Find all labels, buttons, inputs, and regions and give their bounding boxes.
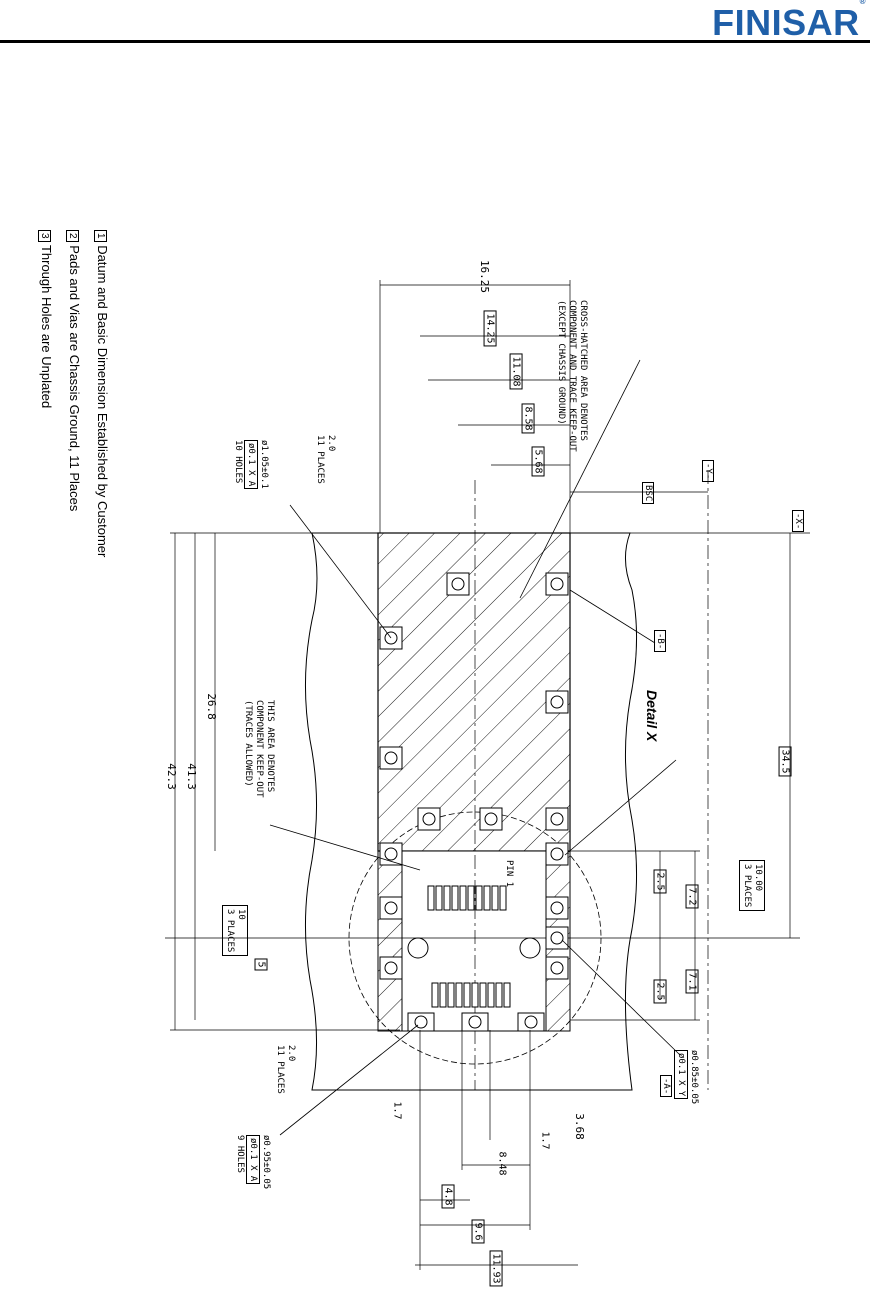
hole-spec-9: ø0.95±0.05 ø0.1 X A 9 HOLES [235,1135,271,1190]
keepout-component-note: THIS AREA DENOTES COMPONENT KEEP-OUT (TR… [243,700,275,798]
places-11-top: 2.0 11 PLACES [315,435,336,484]
datum-a: -A- [660,1075,672,1098]
datum-b: -B- [654,630,666,653]
header-rule [0,40,870,43]
places-3-right: 10.00 3 PLACES [739,860,765,912]
dim-2-5-a: 2.5 [653,869,667,894]
dim-5: 5 [254,958,268,971]
dim-11-08: 11.08 [509,353,523,390]
leader-lines [269,359,681,1136]
dimension-lines [170,280,810,1270]
note-marker-3: 3 [38,230,51,242]
datum-x: -X- [792,510,804,533]
connector-pins [427,885,511,1008]
note-2: 2 Pads and Vias are Chassis Ground, 11 P… [66,230,82,511]
keepout-hatched-note: CROSS-HATCHED AREA DENOTES COMPONENT AND… [556,300,588,452]
dim-41-3: 41.3 [184,763,198,790]
note-3-wrap: 3 Through Holes are Unplated [38,230,232,408]
places-3-left: 10 3 PLACES [222,905,248,957]
dim-11-93: 11.93 [489,1250,503,1287]
dim-8-58: 8.58 [521,403,535,434]
board-outline [304,532,638,1091]
datum-y: -Y- [702,460,714,483]
dim-14-25: 14.25 [483,310,497,347]
hatched-keepout-area [377,532,571,852]
note-1: 1 Datum and Basic Dimension Established … [94,230,110,557]
dim-42-3: 42.3 [164,763,178,790]
dim-4-8: 4.8 [441,1184,455,1209]
dim-3-68: 3.68 [572,1113,586,1140]
dim-8-48: 8.48 [496,1151,508,1176]
dim-7-2: 7.2 [685,884,699,909]
bsc-label: BSC [642,482,654,505]
detail-x-label: Detail X [644,690,660,742]
ground-pads-center [417,572,503,831]
dim-1-7-b: 1.7 [539,1131,551,1150]
through-holes [407,937,545,1032]
dim-9-6: 9.6 [471,1219,485,1244]
ground-pads-left [379,626,403,980]
finisar-logo: FINISAR® [712,0,866,43]
places-11-bottom: 2.0 11 PLACES [275,1045,296,1094]
dim-16-25: 16.25 [478,259,492,294]
hole-spec-10: ø1.05±0.1 ø0.1 X A 10 HOLES [233,440,269,490]
ground-pads-right [545,572,569,980]
dim-7-1: 7.1 [685,969,699,994]
hole-spec-a: ø0.85±0.05 ø0.1 X Y [674,1050,699,1105]
pin-1-label: PIN 1 [504,860,514,888]
note-3: 3 Through Holes are Unplated [38,230,54,408]
dim-26-8: 26.8 [204,693,218,720]
dim-1-7-a: 1.7 [391,1101,403,1120]
dim-5-68: 5.68 [531,446,545,477]
dim-2-5-b: 2.5 [653,979,667,1004]
dim-34-5: 34.5 [778,746,792,777]
notes-block: 1 Datum and Basic Dimension Established … [94,230,130,580]
